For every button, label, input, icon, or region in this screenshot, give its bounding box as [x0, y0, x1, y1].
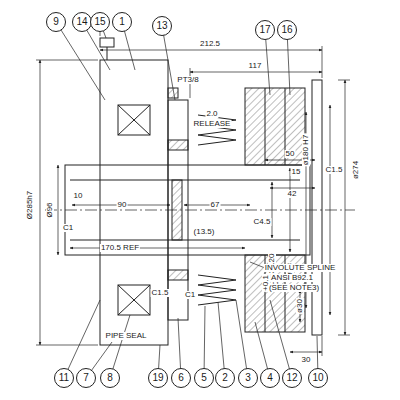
- callout-circle: 4: [260, 368, 280, 388]
- dimension-label: (13.5): [193, 228, 216, 236]
- dimension-label: ANSI B92.1: [270, 274, 314, 282]
- callout-number: 1: [119, 17, 125, 27]
- callout-circle: 2: [215, 368, 235, 388]
- dimension-label: Ø96: [46, 201, 54, 218]
- dimension-lines: [36, 30, 350, 356]
- dimension-label: INVOLUTE SPLINE: [264, 264, 337, 272]
- bearing: [118, 285, 150, 315]
- leader-lines: [56, 22, 318, 378]
- dimension-label: 10: [73, 192, 84, 200]
- dimension-label: ø180 H7: [302, 134, 310, 167]
- callout-circle: 14: [72, 12, 92, 32]
- dimension-label: (SEE NOTE3): [268, 284, 320, 292]
- dimension-label: 15: [291, 168, 302, 176]
- dimension-label: C1: [184, 291, 196, 299]
- dimension-label: C1.5: [325, 166, 344, 174]
- dimension-label: 67: [210, 201, 221, 209]
- callout-number: 9: [53, 17, 59, 27]
- callout-number: 17: [259, 25, 270, 35]
- callout-number: 14: [76, 17, 87, 27]
- spline: [172, 180, 182, 240]
- callout-number: 19: [152, 373, 163, 383]
- callout-circle: 1: [112, 12, 132, 32]
- callout-number: 2: [222, 373, 228, 383]
- dimension-label: PT3/8: [176, 76, 199, 84]
- callout-number: 8: [107, 373, 113, 383]
- callout-circle: 3: [238, 368, 258, 388]
- piston: [168, 100, 188, 320]
- callout-circle: 16: [277, 20, 297, 40]
- dimension-label: 30: [301, 356, 312, 364]
- bearing: [118, 105, 150, 135]
- dimension-label: 170.5 REF: [100, 244, 140, 252]
- callout-circle: 19: [148, 368, 168, 388]
- spring: [198, 275, 236, 305]
- dimension-label: C1.5: [151, 289, 170, 297]
- dimension-label: 90: [117, 201, 128, 209]
- dimension-label: 50: [285, 150, 296, 158]
- dimension-label: 212.5: [199, 40, 221, 48]
- callout-circle: 5: [194, 368, 214, 388]
- callout-number: 15: [94, 17, 105, 27]
- dimension-label: 2.0: [205, 110, 218, 118]
- callout-number: 12: [286, 373, 297, 383]
- callout-number: 6: [178, 373, 184, 383]
- callout-number: 5: [201, 373, 207, 383]
- callout-number: 7: [83, 373, 89, 383]
- callout-number: 13: [156, 21, 167, 31]
- callout-circle: 12: [282, 368, 302, 388]
- callout-circle: 13: [152, 16, 172, 36]
- dimension-label: C1: [62, 224, 74, 232]
- friction-pack: [245, 88, 305, 165]
- dimension-label: ø30: [296, 298, 304, 314]
- callout-circle: 10: [308, 368, 328, 388]
- callout-number: 10: [312, 373, 323, 383]
- callout-number: 11: [59, 373, 69, 383]
- callout-circle: 9: [46, 12, 66, 32]
- center-line: [45, 210, 355, 211]
- callout-number: 16: [281, 25, 292, 35]
- callout-circle: 8: [100, 368, 120, 388]
- callout-number: 4: [267, 373, 273, 383]
- callout-circle: 17: [255, 20, 275, 40]
- dimension-label: RELEASE: [193, 120, 232, 128]
- dimension-label: C4.5: [253, 218, 272, 226]
- dimension-label: 42: [287, 190, 298, 198]
- housing: [100, 60, 168, 345]
- callout-circle: 7: [76, 368, 96, 388]
- end-plate: [312, 80, 322, 335]
- dimension-label: Ø285h7: [26, 190, 34, 220]
- callout-number: 3: [245, 373, 251, 383]
- plug-screw: [100, 38, 114, 47]
- dimension-label: 117: [248, 62, 263, 70]
- callout-circle: 6: [171, 368, 191, 388]
- dimension-label: ø274: [352, 160, 360, 180]
- callout-circle: 15: [90, 12, 110, 32]
- callout-circle: 11: [54, 368, 74, 388]
- dimension-label: PIPE SEAL: [105, 332, 148, 340]
